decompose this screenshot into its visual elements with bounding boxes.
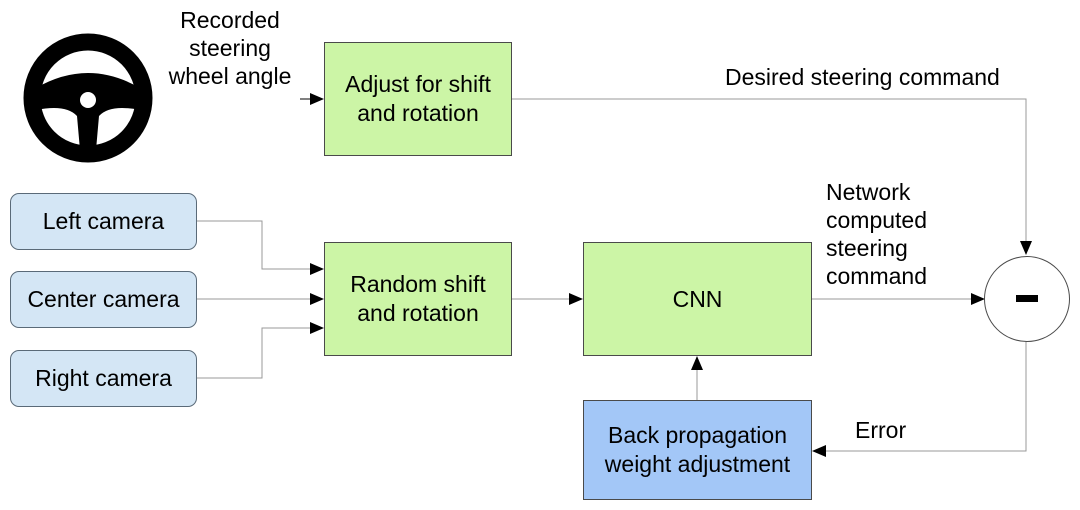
backprop-box: Back propagation weight adjustment	[583, 400, 812, 500]
left-camera-box: Left camera	[10, 193, 197, 250]
network-command-label: Network computed steering command	[826, 179, 928, 289]
adjust-shift-rotation-box: Adjust for shift and rotation	[324, 42, 512, 156]
steering-wheel-icon	[23, 33, 153, 163]
desired-command-label: Desired steering command	[725, 64, 1000, 90]
cnn-box: CNN	[583, 242, 812, 356]
line-error	[812, 341, 1027, 457]
center-camera-box: Center camera	[10, 271, 197, 328]
subtract-icon	[1016, 295, 1038, 302]
line-right-camera	[197, 322, 324, 379]
right-camera-box: Right camera	[10, 350, 197, 407]
random-shift-rotation-box: Random shift and rotation	[324, 242, 512, 356]
recorded-angle-label: Recorded steering wheel angle	[168, 7, 292, 89]
subtract-node	[984, 256, 1070, 342]
line-left-camera	[197, 220, 324, 275]
line-desired-command	[512, 98, 1032, 255]
error-label: Error	[855, 417, 907, 443]
